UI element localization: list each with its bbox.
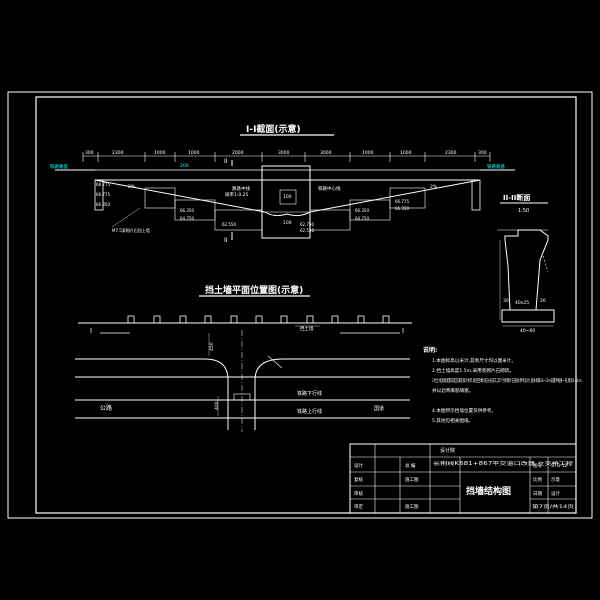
dim-label: 2300 — [445, 150, 457, 156]
section-title: I-I截面(示意) — [246, 123, 301, 135]
elev-label: 64.750 — [180, 216, 194, 221]
side-dim: 20 — [540, 298, 546, 304]
center-dim: 100 — [283, 220, 292, 226]
dim-label: 3000 — [278, 150, 290, 156]
elev-label: 62.550 — [222, 222, 236, 227]
drawing-title: 挡墙结构图 — [466, 485, 511, 497]
role-value: 施工图 — [405, 503, 419, 510]
project-name: 长荆线K681+867平交道口改建 立交桥工程 — [433, 460, 573, 467]
dim-label: 300 — [85, 150, 94, 156]
dim-label: 300 — [478, 150, 487, 156]
elev-label: 66.350 — [180, 208, 194, 213]
elev-label: 66.350 — [395, 206, 409, 211]
dim-label: 1000 — [188, 150, 200, 156]
right-roadbed-label: 铁路路基 — [487, 163, 505, 170]
elev-label: 62.750 — [300, 222, 314, 227]
meta-value: STG-12 — [551, 463, 568, 469]
outer-frame — [7, 91, 593, 519]
center-text: 坡率1:0.25 — [225, 191, 249, 198]
notes-list: 1.本图标高以米计,其余尺寸均以厘米计。 2.挡土墙高度1.5m,采用浆砌片石砌… — [432, 357, 582, 424]
center-text: 路基中线 — [232, 185, 250, 192]
section-marker-bottom: II — [224, 237, 228, 244]
plan-title: 挡土墙平面位置图(示意) — [205, 284, 303, 296]
plan-road-label: 公路 — [100, 404, 112, 412]
inner-frame — [35, 96, 577, 514]
plan-wall-label: 挡土墙 — [300, 325, 314, 332]
plan-rail-up: 铁路上行线 — [297, 408, 322, 415]
dim-label: 1000 — [154, 150, 166, 156]
right-elevations: 66.775 66.350 66.350 64.750 62.750 62.55… — [300, 199, 409, 233]
title-block-meta: 图号 STG-12 比例 示意 日期 设计 第7页/共14页 — [532, 463, 575, 510]
left-roadbed-label: 铁路路基 — [50, 163, 68, 170]
elev-label: 62.550 — [300, 228, 314, 233]
section-profile: 铁路路基 铁路路基 — [50, 163, 515, 239]
role-label: 审定 — [354, 503, 363, 510]
meta-label: 日期 — [533, 491, 542, 497]
elev-label: 66.775 — [395, 199, 409, 204]
side-title: II-II断面 — [503, 193, 530, 202]
note-item: 1.本图标高以米计,其余尺寸均以厘米计。 — [432, 357, 516, 364]
design-unit: 设计院 — [440, 447, 455, 454]
meta-label: 比例 — [533, 476, 542, 483]
plan-marker-right: I — [402, 327, 404, 335]
elev-label: 68.775 — [96, 182, 110, 187]
side-dim: 30 — [503, 298, 509, 304]
section-dimension-line — [82, 152, 491, 162]
role-label: 审核 — [354, 490, 363, 497]
plan-drawing — [75, 315, 412, 432]
right-box-label: 铁路中心线 — [318, 185, 341, 192]
elev-label: 64.750 — [355, 216, 369, 221]
side-scale: 1:50 — [518, 208, 529, 214]
wall-note: M7.5浆砌片石挡土墙 — [112, 227, 150, 233]
plan-marker-left: I — [90, 327, 92, 335]
slope-label-right: 2% — [430, 184, 438, 190]
dim-label: 2000 — [232, 150, 244, 156]
meta-value: 设计 — [551, 490, 560, 497]
section-dims: 300 2300 1000 1000 2000 3000 3000 1000 1… — [85, 150, 487, 156]
meta-value: 示意 — [551, 476, 560, 483]
plan-road-right: 国道 — [374, 405, 384, 412]
elev-label: 66.350 — [355, 208, 369, 213]
note-item: 2.挡土墙高度1.5m,采用浆砌片石砌筑。 — [432, 367, 514, 374]
note-item: 并以沥青麻筋填塞。 — [432, 387, 473, 394]
elev-label: 66.775 — [96, 192, 110, 197]
role-value: 施工图 — [405, 476, 419, 483]
meta-label: 图号 — [533, 463, 542, 469]
page-label: 第7页/共14页 — [532, 503, 575, 510]
note-item: 4.本图所示挡墙位置仅供参考。 — [432, 407, 496, 414]
elev-label: 66.350 — [96, 202, 110, 207]
note-item: 5.其他见相关图纸。 — [432, 417, 473, 424]
slope-label-left: 2% — [128, 184, 136, 190]
center-dim: 200 — [180, 163, 189, 169]
dim-label: 1000 — [400, 150, 412, 156]
role-value: 总 编 — [405, 462, 416, 469]
plan-dim-top: 450 — [209, 342, 215, 351]
note-item: 3.挡土墙基础埋置深度应满足设计要求,墙后回填料应分层压实,其下为浆砌片石基础(… — [432, 377, 582, 384]
dim-label: 3000 — [320, 150, 332, 156]
dim-label: 2300 — [112, 150, 124, 156]
plan-dim-mid: 400 — [214, 401, 220, 410]
title-block-roles: 设计 复核 审核 审定 总 编 施工图 施工图 — [354, 462, 419, 510]
dim-label: 1000 — [362, 150, 374, 156]
plan-rail-down: 铁路下行线 — [297, 390, 322, 397]
role-label: 复核 — [354, 476, 363, 483]
side-dim: 40~60 — [520, 328, 535, 334]
side-section-drawing — [497, 229, 555, 327]
role-label: 设计 — [354, 462, 363, 469]
left-elevations: 68.775 66.775 66.350 66.350 64.750 62.55… — [96, 182, 236, 227]
side-label: 40x25 — [515, 300, 529, 306]
section-marker-top: II — [224, 158, 228, 165]
notes-heading: 说明: — [423, 346, 437, 354]
title-block — [349, 443, 577, 514]
center-dim: 100 — [283, 194, 292, 200]
